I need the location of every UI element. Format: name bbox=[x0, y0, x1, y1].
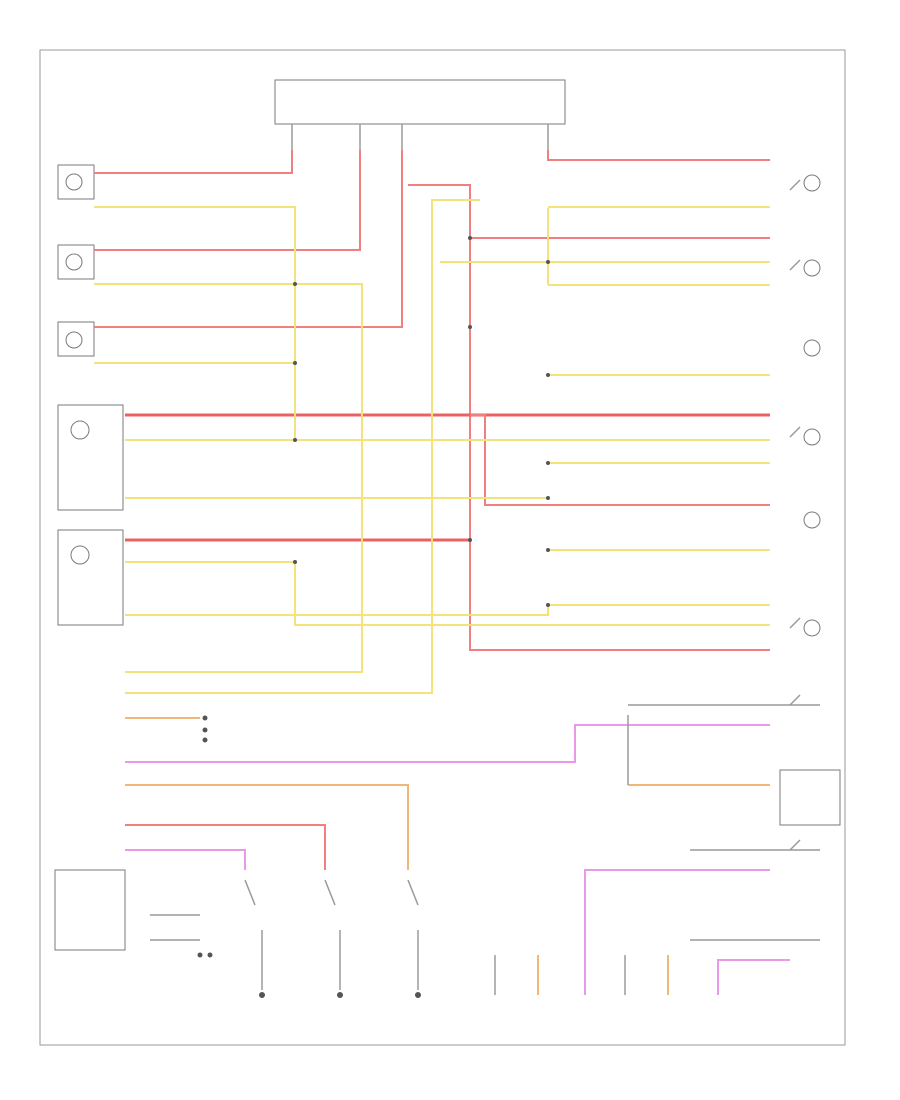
pink-wires bbox=[125, 724, 790, 995]
bulb-icon bbox=[803, 619, 821, 637]
red-wires bbox=[94, 150, 770, 870]
bulb-icon bbox=[803, 174, 821, 192]
switch-symbols bbox=[244, 179, 801, 906]
gray-wires bbox=[150, 704, 820, 995]
lamp-left-4 bbox=[57, 404, 124, 511]
bulb-icon bbox=[65, 253, 83, 271]
bulb-icon bbox=[65, 173, 83, 191]
left-lamps bbox=[57, 164, 124, 626]
bulb-icon bbox=[803, 259, 821, 277]
diagram-frame bbox=[39, 49, 846, 1046]
bulb-icon bbox=[65, 331, 83, 349]
junction-dots bbox=[197, 236, 550, 998]
bulb-icon bbox=[70, 420, 90, 440]
bulb-icon bbox=[803, 339, 821, 357]
bulb-icon bbox=[803, 511, 821, 529]
right-module bbox=[779, 769, 841, 826]
bulb-icon bbox=[70, 545, 90, 565]
orange-wires bbox=[125, 717, 770, 995]
bulb-icon bbox=[803, 428, 821, 446]
fuse-box bbox=[274, 79, 566, 125]
yellow-wires bbox=[94, 199, 770, 694]
lamp-left-5 bbox=[57, 529, 124, 626]
control-module bbox=[54, 869, 126, 951]
right-lamps bbox=[779, 174, 841, 826]
fuse-outputs bbox=[291, 124, 549, 150]
